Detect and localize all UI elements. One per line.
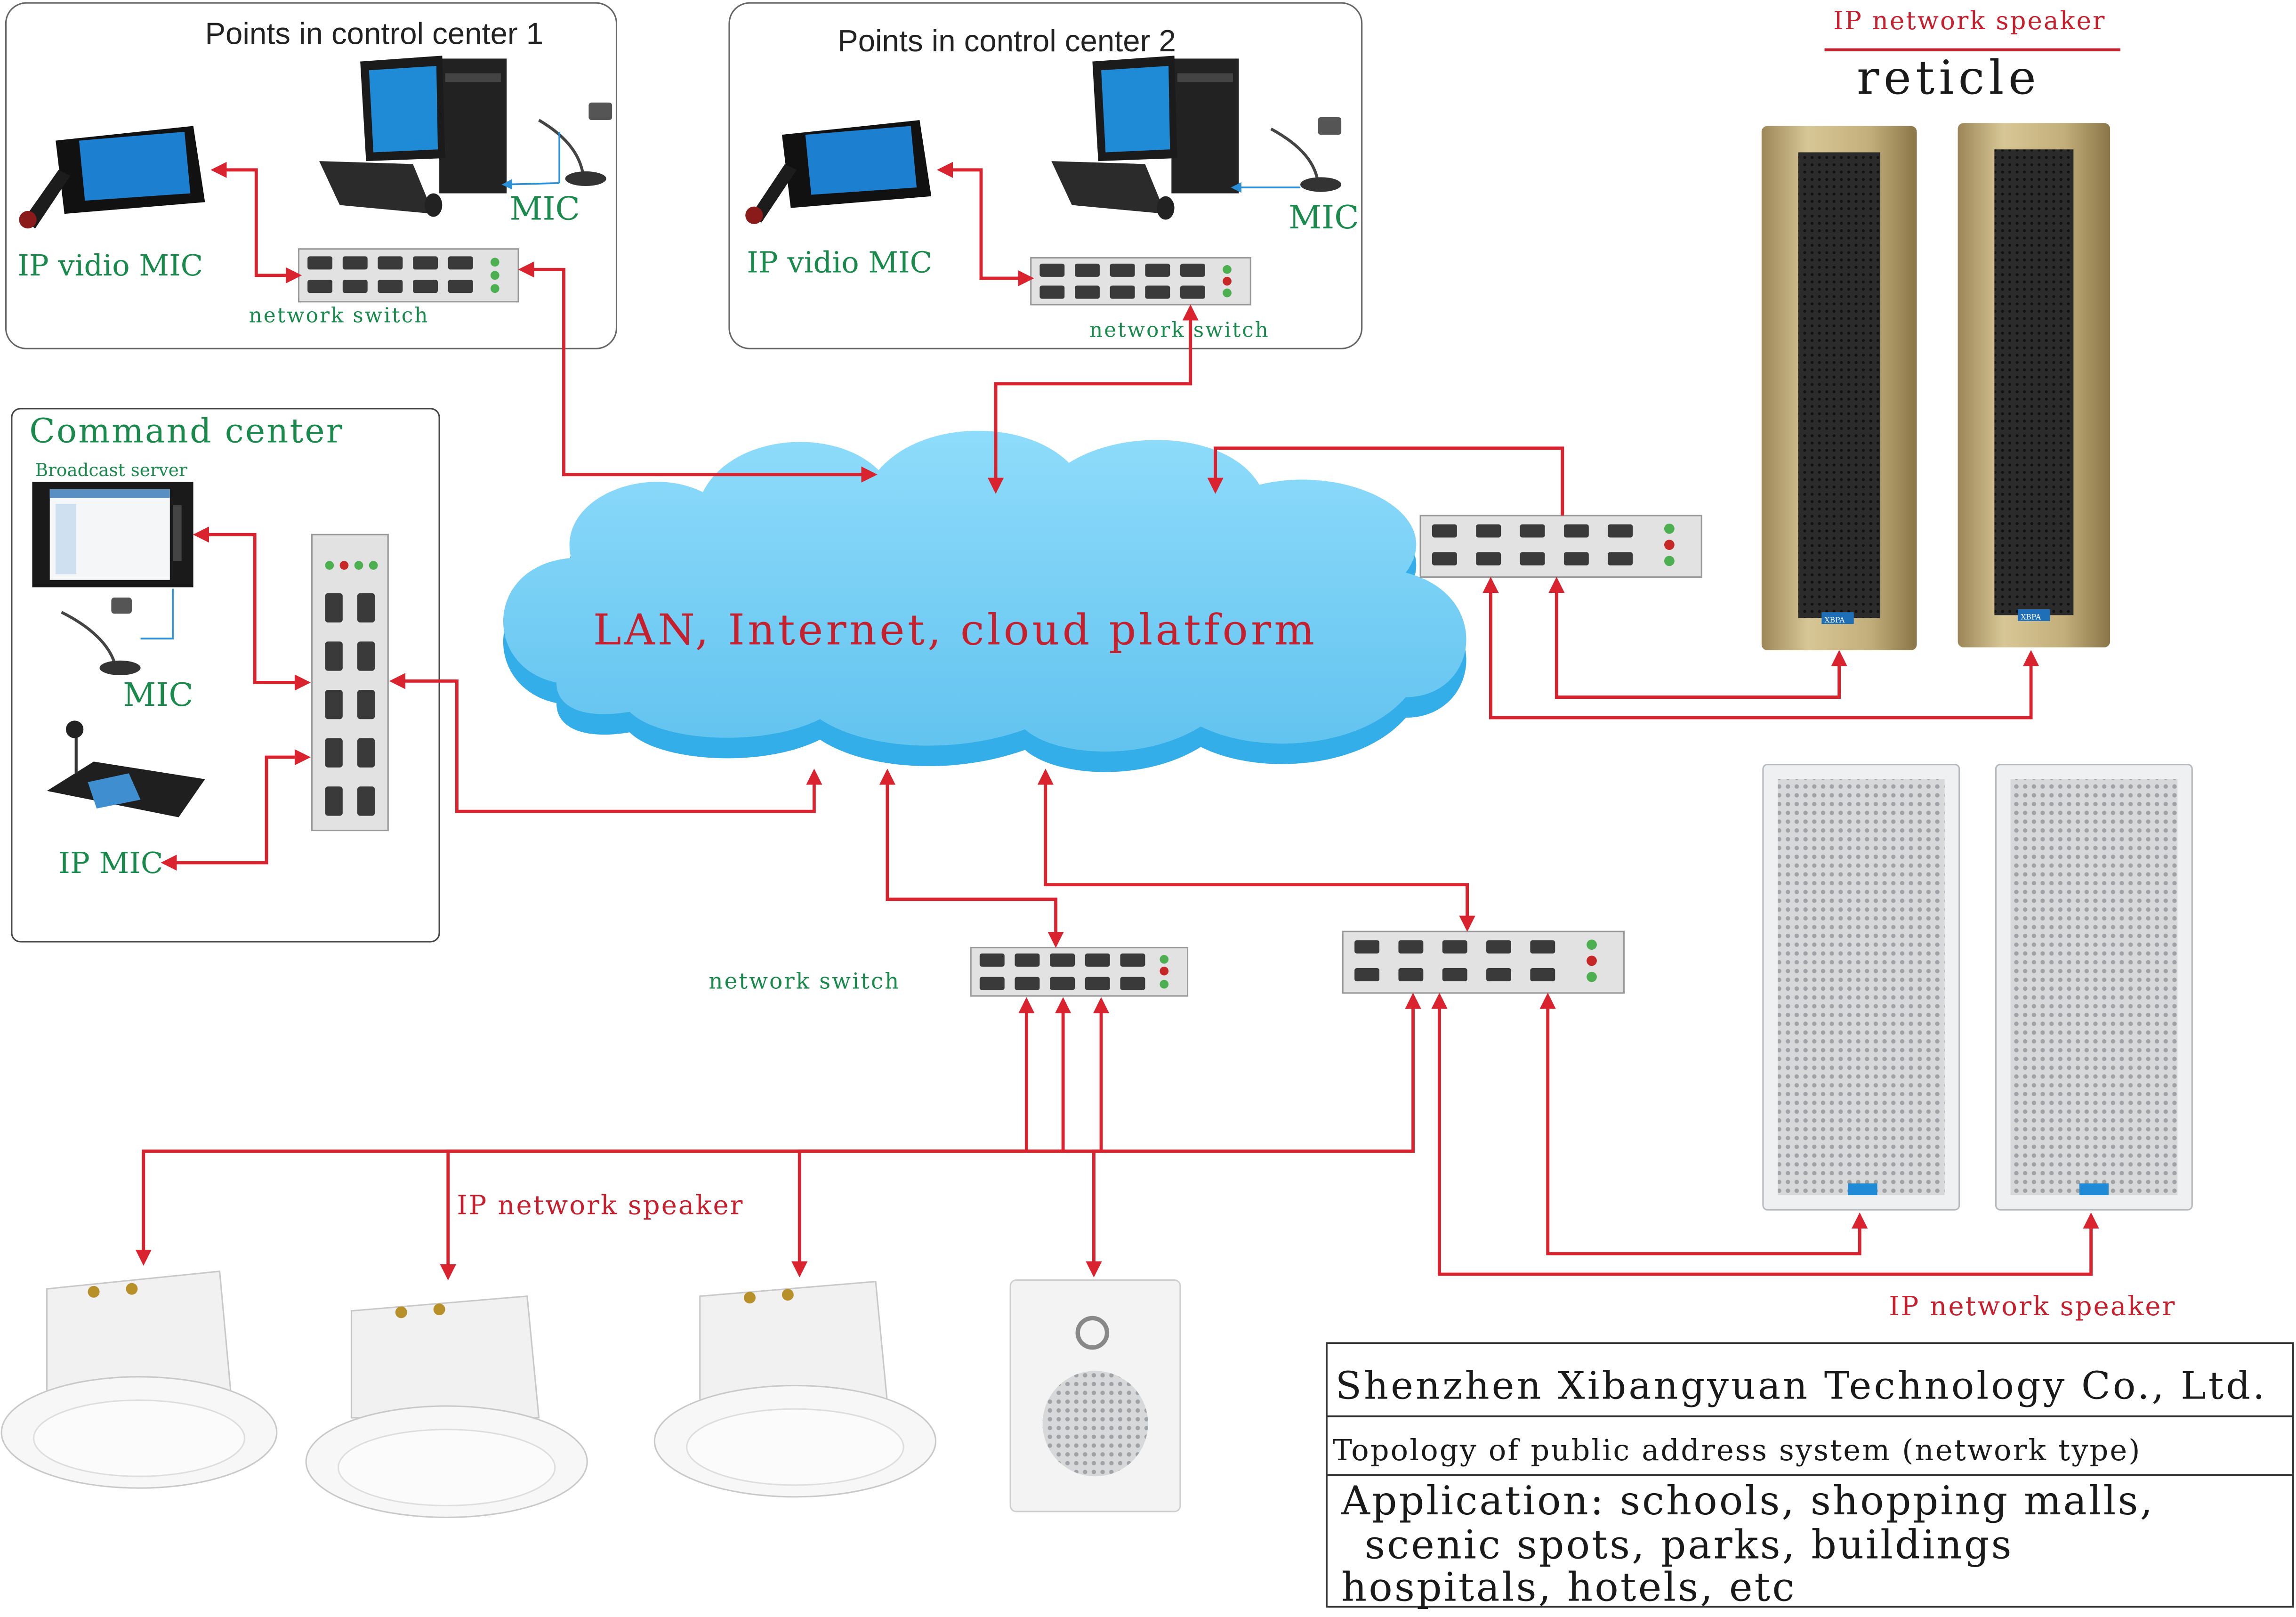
broadcast-server-label: Broadcast server bbox=[35, 460, 187, 480]
column-speaker-1-brand: XBPA bbox=[1825, 616, 1845, 624]
top-right-network-switch-icon bbox=[1419, 515, 1702, 578]
left-speaker-label: IP network speaker bbox=[457, 1190, 744, 1221]
broadcast-server-icon bbox=[32, 482, 193, 588]
video-mic-tablet-icon bbox=[19, 126, 205, 229]
cc1-mic-label: MIC bbox=[509, 190, 580, 228]
desktop-computer-icon bbox=[319, 56, 507, 217]
wall-column-speaker-2-icon bbox=[1995, 764, 2193, 1211]
info-table bbox=[1326, 1342, 2294, 1608]
topology-title: Topology of public address system (netwo… bbox=[1332, 1433, 2141, 1467]
cc2-desktop-computer-icon bbox=[1051, 56, 1239, 220]
right-speaker-label: IP network speaker bbox=[1889, 1291, 2176, 1322]
command-network-switch-icon bbox=[311, 534, 389, 832]
top-speaker-subheading: reticle bbox=[1857, 51, 2040, 105]
cc2-video-mic-tablet-icon bbox=[745, 120, 932, 224]
cc2-mic-label: MIC bbox=[1289, 199, 1359, 236]
company-name: Shenzhen Xibangyuan Technology Co., Ltd. bbox=[1336, 1364, 2267, 1408]
cc1-switch-label: network switch bbox=[249, 304, 429, 327]
command-center-title: Command center bbox=[29, 411, 344, 450]
ceiling-speaker-1-icon bbox=[0, 1270, 278, 1489]
bottom-right-network-switch-icon bbox=[1342, 930, 1625, 994]
wall-mount-speaker-icon bbox=[1009, 1279, 1181, 1512]
bottom-left-network-switch-icon bbox=[970, 946, 1189, 997]
ip-mic-console-icon bbox=[47, 720, 205, 817]
wall-column-speaker-1-icon bbox=[1762, 764, 1960, 1211]
control-center-1-frame bbox=[5, 2, 618, 349]
cc1-mic-link bbox=[501, 179, 560, 190]
connection-wires bbox=[135, 162, 2099, 1281]
column-speaker-2-icon bbox=[1958, 123, 2111, 647]
ceiling-speaker-2-icon bbox=[305, 1295, 588, 1518]
bottom-switch-label: network switch bbox=[709, 969, 900, 994]
application-line-3: hospitals, hotels, etc bbox=[1341, 1564, 1796, 1610]
application-line-1: Application: schools, shopping malls, bbox=[1341, 1478, 2154, 1524]
command-mic-label: MIC bbox=[123, 676, 193, 714]
application-line-2: scenic spots, parks, buildings bbox=[1365, 1521, 2014, 1568]
control-center-2-title: Points in control center 2 bbox=[838, 24, 1176, 58]
control-center-1-title: Points in control center 1 bbox=[205, 16, 543, 50]
server-mic-link bbox=[140, 589, 174, 640]
top-speaker-heading: IP network speaker bbox=[1833, 7, 2106, 35]
column-speaker-2-brand: XBPA bbox=[2021, 613, 2041, 622]
cc2-switch-label: network switch bbox=[1089, 318, 1270, 342]
server-gooseneck-mic-icon bbox=[61, 598, 141, 675]
cloud-label: LAN, Internet, cloud platform bbox=[593, 606, 1317, 655]
column-speaker-1-icon bbox=[1761, 126, 1917, 651]
gooseneck-mic-icon bbox=[538, 102, 612, 186]
cc1-network-switch-icon bbox=[298, 248, 519, 303]
ip-mic-label: IP MIC bbox=[58, 846, 163, 880]
cloud-shape bbox=[503, 430, 1466, 772]
ceiling-speaker-3-icon bbox=[653, 1280, 937, 1498]
cc2-video-mic-label: IP vidio MIC bbox=[747, 245, 932, 280]
cc2-network-switch-icon bbox=[1030, 257, 1251, 306]
cc1-video-mic-label: IP vidio MIC bbox=[17, 248, 203, 283]
cc2-gooseneck-mic-icon bbox=[1270, 117, 1342, 192]
